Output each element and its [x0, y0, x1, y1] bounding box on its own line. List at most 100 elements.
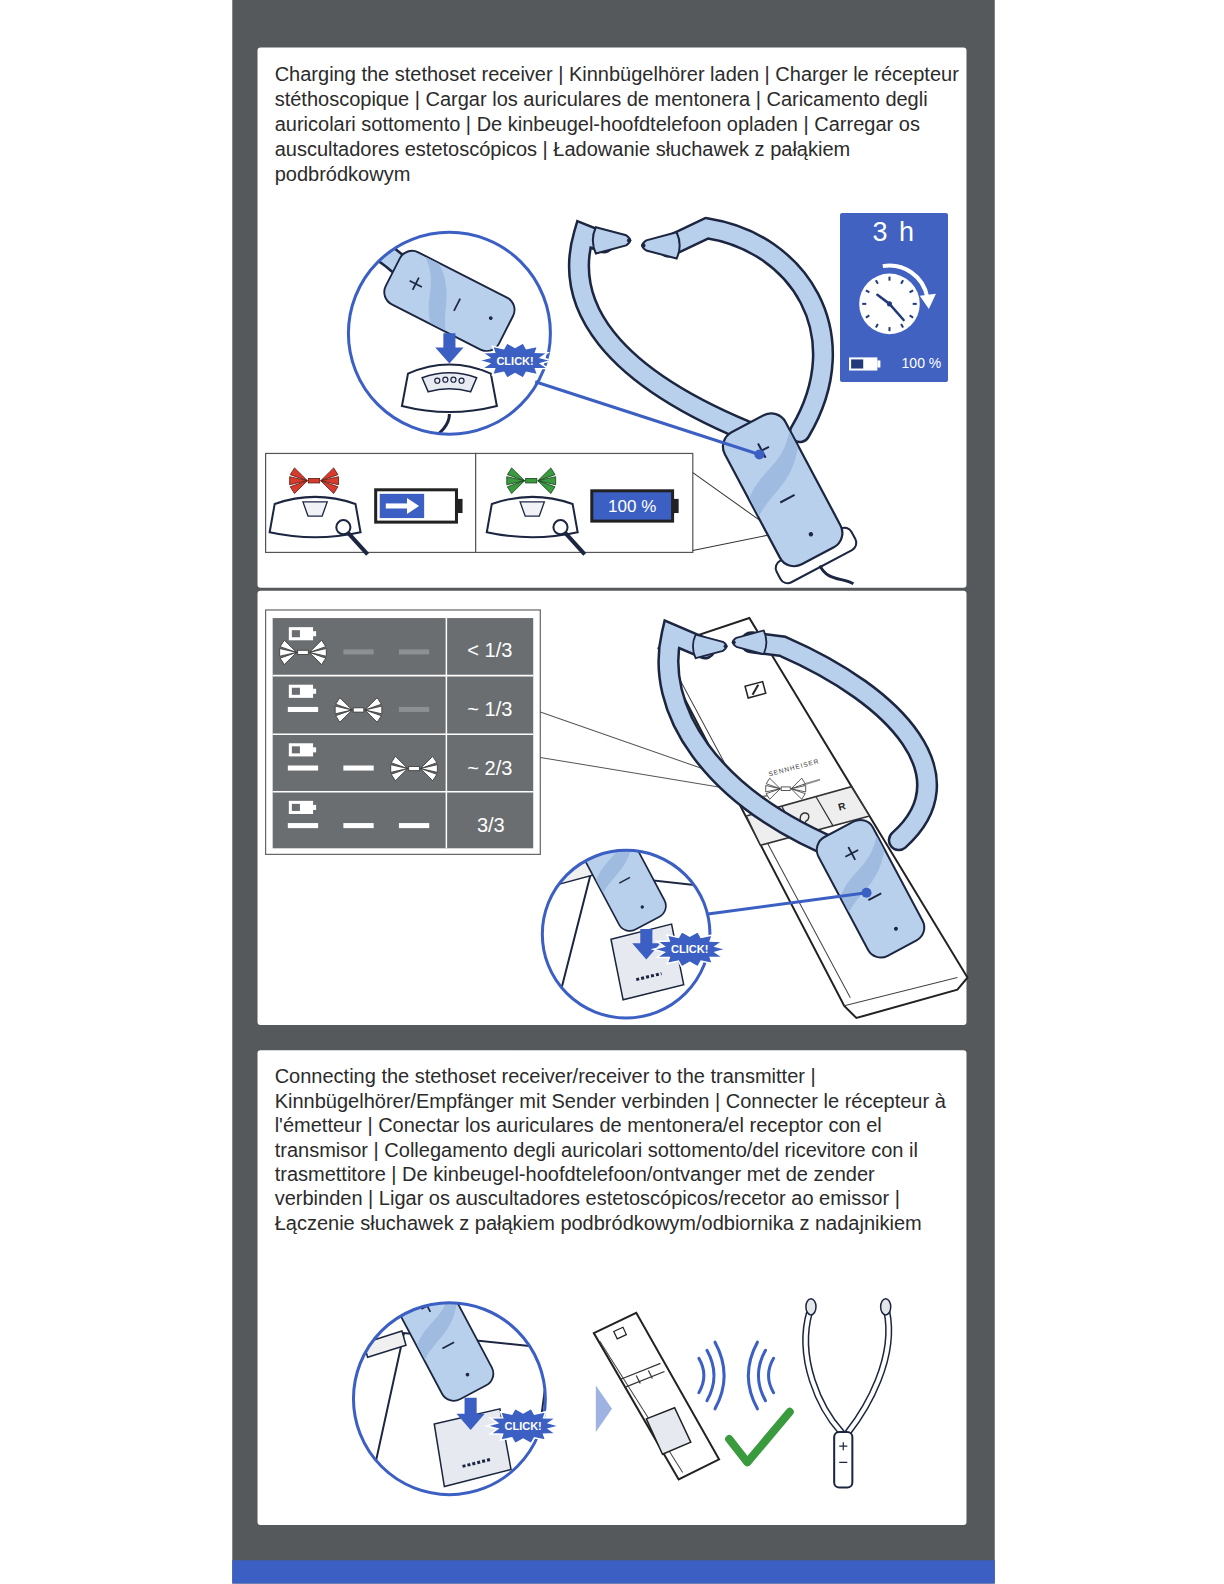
stethoset-receiver: [717, 408, 848, 572]
battery-row: [288, 766, 318, 771]
battery-icon: [376, 490, 457, 522]
battery-icon: [673, 499, 679, 513]
zoom-circle: [542, 806, 727, 1025]
page-background: [232, 1560, 994, 1583]
zoom-circle: [364, 1271, 551, 1500]
battery-percent: 100 %: [608, 497, 656, 514]
check-mark: [729, 1412, 790, 1462]
transmitter: [594, 1313, 719, 1480]
radio-waves: [707, 1350, 714, 1400]
zoom-circle: [459, 378, 464, 383]
zoom-circle: [391, 1271, 498, 1406]
clock-icon: [901, 280, 903, 283]
charge-time-badge: 3 h100 %: [840, 213, 948, 382]
light-rays: [781, 787, 790, 791]
clock-icon: [866, 316, 869, 318]
battery-row: [288, 707, 318, 712]
stethoset-headband: [806, 1299, 891, 1432]
light-rays: [309, 652, 325, 664]
leader-line: [861, 888, 871, 898]
clock-icon: [851, 359, 863, 368]
status-table: [266, 610, 541, 854]
zoom-circle: [348, 232, 550, 434]
battery-level-text: ~ 1/3: [467, 699, 512, 719]
light-rays: [298, 650, 309, 654]
clock-icon: [920, 294, 936, 309]
light-rays: [353, 708, 364, 712]
earpiece: [593, 227, 680, 258]
transmitter: [745, 682, 766, 698]
charger-base: [270, 497, 368, 555]
clock-icon: [876, 324, 878, 327]
battery-row: [292, 746, 300, 753]
zoom-circle: [636, 974, 661, 980]
stethoset-headband: [579, 228, 823, 436]
battery-row: [289, 627, 313, 640]
clock-icon: [889, 327, 891, 331]
transmitter: [600, 1341, 683, 1472]
light-rays: [791, 789, 805, 800]
radio-waves: [748, 1342, 757, 1409]
stethoset-headband: [669, 228, 823, 432]
battery-row: [313, 689, 316, 694]
battery-row: [313, 631, 316, 636]
clock-icon: [878, 360, 881, 367]
clock-icon: [910, 316, 913, 318]
battery-row: [292, 688, 300, 695]
stethoset-headband: [881, 1299, 891, 1315]
page-background: [232, 0, 994, 1584]
stethoset-headband: [669, 228, 823, 432]
zoom-circle: [451, 377, 456, 382]
status-table: [476, 453, 693, 552]
panel-ground: [258, 47, 967, 587]
clock-icon: [887, 301, 892, 306]
clock-icon: [910, 290, 913, 292]
radio-waves: [758, 1350, 765, 1400]
transmitter: [594, 1313, 719, 1480]
battery-row: [288, 685, 429, 712]
transmitter: [620, 1363, 664, 1387]
stethoset-headband: [806, 1311, 842, 1432]
status-table: [266, 610, 541, 854]
zoom-circle: [435, 378, 440, 383]
battery-icon: [386, 503, 409, 508]
light-rays: [409, 766, 420, 770]
status-table: [273, 618, 534, 848]
check-mark: [729, 1412, 790, 1462]
zoom-circle: [632, 929, 660, 959]
zoom-circle: [456, 1398, 484, 1430]
brand-name: SENNHEISER: [768, 758, 820, 778]
stethoset-headband: [806, 1299, 816, 1315]
clock-icon: [866, 290, 869, 292]
charger-base: [347, 532, 367, 554]
light-rays: [526, 478, 537, 482]
stethoset-headband: [806, 1311, 842, 1432]
clock-icon: [889, 277, 891, 281]
light-rays: [766, 778, 806, 799]
click-label: CLICK!: [504, 1420, 541, 1431]
zoom-circle: [353, 1303, 545, 1495]
step-arrow: [596, 1386, 612, 1432]
status-table: [266, 453, 693, 552]
battery-row: [399, 823, 429, 828]
light-rays: [766, 789, 780, 800]
light-rays: [507, 481, 524, 494]
earpiece: [693, 635, 728, 659]
battery-row: [399, 707, 429, 712]
zoom-circle: [572, 812, 670, 935]
light-rays: [290, 481, 307, 494]
light-rays: [280, 640, 327, 664]
leader-line: [535, 382, 759, 455]
transmitter: [750, 685, 760, 695]
battery-level-text: < 1/3: [467, 640, 512, 660]
radio-waves: [699, 1342, 774, 1409]
charger-base: [336, 520, 350, 534]
stethoset-receiver: [812, 815, 930, 963]
radio-waves: [769, 1358, 774, 1392]
light-rays: [335, 698, 382, 722]
status-table: [266, 453, 476, 552]
light-rays: [391, 769, 407, 781]
heading: Charging the stethoset receiver | Kinnbü…: [275, 62, 962, 187]
battery-row: [292, 804, 300, 811]
